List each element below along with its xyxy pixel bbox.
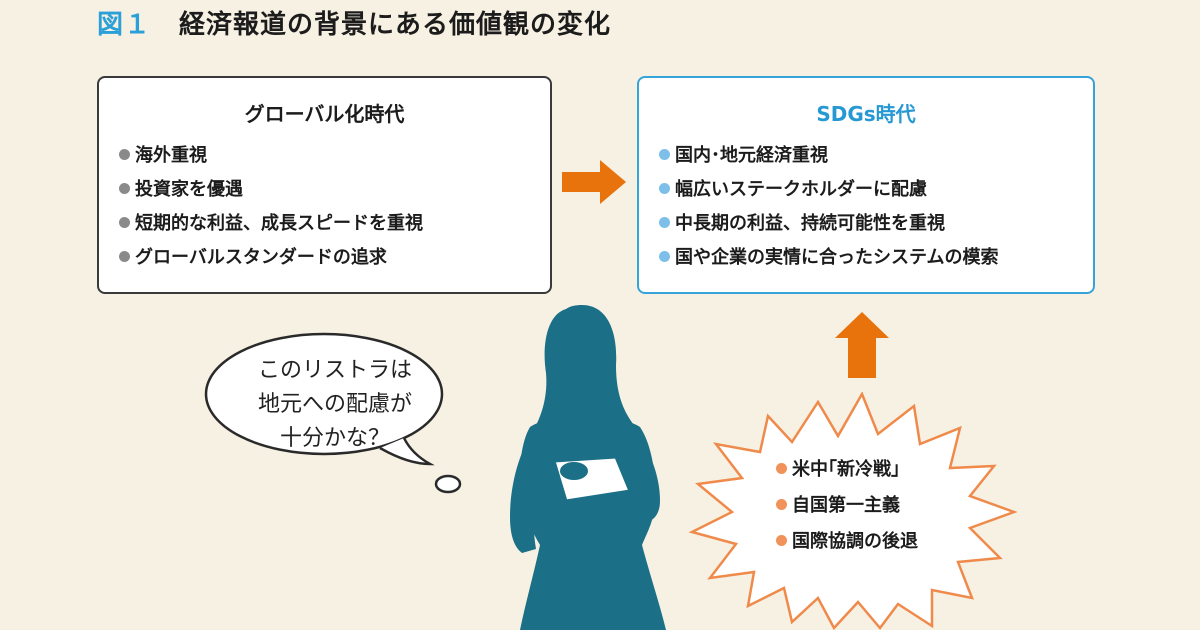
list-item-text: 投資家を優遇 xyxy=(135,179,243,200)
list-item: グローバルスタンダードの追求 xyxy=(119,241,550,275)
list-item-text: 国際協調の後退 xyxy=(792,531,918,552)
bullet-dot-icon xyxy=(659,149,670,160)
list-item-text: グローバルスタンダードの追求 xyxy=(135,247,387,268)
bullet-dot-icon xyxy=(119,251,130,262)
list-item: 中長期の利益、持続可能性を重視 xyxy=(659,207,1093,241)
thought-bubble-text: このリストラは 地元への配慮が 十分かな？ xyxy=(220,354,450,456)
woman-silhouette-icon xyxy=(510,305,666,630)
bullet-dot-icon xyxy=(119,149,130,160)
arrow-right-icon xyxy=(562,160,626,204)
list-item: 海外重視 xyxy=(119,139,550,173)
list-item: 投資家を優遇 xyxy=(119,173,550,207)
bullet-dot-icon xyxy=(659,251,670,262)
bullet-dot-icon xyxy=(659,183,670,194)
globalization-era-list: 海外重視 投資家を優遇 短期的な利益、成長スピードを重視 グローバルスタンダード… xyxy=(99,139,550,275)
figure-number: 図１ xyxy=(97,10,152,40)
sdgs-era-box: SDGs時代 国内･地元経済重視 幅広いステークホルダーに配慮 中長期の利益、持… xyxy=(637,76,1095,294)
bullet-dot-icon xyxy=(119,183,130,194)
list-item-text: 自国第一主義 xyxy=(792,495,900,516)
burst-shape xyxy=(688,392,1018,630)
list-item: 国内･地元経済重視 xyxy=(659,139,1093,173)
bullet-dot-icon xyxy=(776,499,787,510)
bullet-dot-icon xyxy=(776,535,787,546)
arrow-up-icon xyxy=(835,312,889,378)
bullet-dot-icon xyxy=(776,463,787,474)
thought-line: このリストラは xyxy=(257,358,412,383)
sdgs-era-title: SDGs時代 xyxy=(816,102,916,126)
thought-bubble xyxy=(204,332,462,494)
list-item: 国や企業の実情に合ったシステムの模索 xyxy=(659,241,1093,275)
list-item: 幅広いステークホルダーに配慮 xyxy=(659,173,1093,207)
list-item-text: 短期的な利益、成長スピードを重視 xyxy=(135,213,423,234)
list-item: 米中｢新冷戦｣ xyxy=(776,452,918,488)
globalization-era-title: グローバル化時代 xyxy=(244,102,405,126)
list-item-text: 中長期の利益、持続可能性を重視 xyxy=(675,213,945,234)
figure-heading: 図１ 経済報道の背景にある価値観の変化 xyxy=(97,4,611,41)
list-item: 短期的な利益、成長スピードを重視 xyxy=(119,207,550,241)
globalization-era-box: グローバル化時代 海外重視 投資家を優遇 短期的な利益、成長スピードを重視 グロ… xyxy=(97,76,552,294)
thought-line: 十分かな？ xyxy=(279,426,390,451)
thought-line: 地元への配慮が xyxy=(257,392,412,417)
bullet-dot-icon xyxy=(119,217,130,228)
sdgs-era-list: 国内･地元経済重視 幅広いステークホルダーに配慮 中長期の利益、持続可能性を重視… xyxy=(639,139,1093,275)
list-item-text: 国や企業の実情に合ったシステムの模索 xyxy=(675,247,999,268)
list-item-text: 国内･地元経済重視 xyxy=(675,145,828,166)
list-item-text: 幅広いステークホルダーに配慮 xyxy=(675,179,927,200)
list-item-text: 米中｢新冷戦｣ xyxy=(792,459,900,480)
list-item: 国際協調の後退 xyxy=(776,524,918,560)
figure-title: 経済報道の背景にある価値観の変化 xyxy=(179,10,612,40)
list-item: 自国第一主義 xyxy=(776,488,918,524)
bullet-dot-icon xyxy=(659,217,670,228)
burst-list: 米中｢新冷戦｣ 自国第一主義 国際協調の後退 xyxy=(776,452,918,560)
list-item-text: 海外重視 xyxy=(135,145,207,166)
